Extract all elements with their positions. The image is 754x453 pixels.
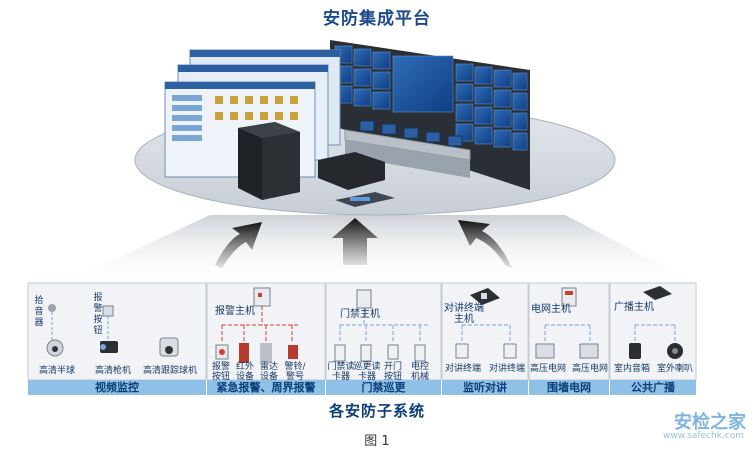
- device-door-button: 开门按钮: [383, 362, 402, 382]
- video-devices: [46, 304, 179, 357]
- fence-host-label: 电网主机: [531, 304, 571, 315]
- upward-arrows: [215, 218, 512, 268]
- category-video: 视频监控: [28, 380, 206, 395]
- category-access: 门禁巡更: [326, 380, 441, 395]
- intercom-host-label: 对讲终端主机: [444, 303, 484, 325]
- platform-title: 安防集成平台: [323, 9, 431, 29]
- fence-devices: [535, 287, 599, 359]
- device-radar: 雷达设备: [259, 362, 278, 382]
- device-siren: 警铃/警号: [284, 362, 306, 382]
- access-host-label: 门禁主机: [340, 309, 380, 320]
- category-fence: 围墙电网: [529, 380, 609, 395]
- intercom-devices: [455, 288, 517, 359]
- alarm-host-label: 报警主机: [215, 306, 255, 317]
- device-card-reader: 门禁读卡器: [327, 362, 355, 382]
- category-intercom: 监听对讲: [442, 380, 528, 395]
- device-intercom-2: 对讲终端: [488, 364, 525, 374]
- broadcast-devices: [629, 286, 683, 359]
- device-hd-bullet: 高清枪机: [94, 366, 131, 376]
- watermark-brand: 安检之家: [674, 412, 746, 433]
- access-devices: [334, 289, 430, 362]
- background-fan: [60, 215, 700, 285]
- device-intercom-1: 对讲终端: [444, 364, 481, 374]
- device-outdoor-horn: 室外喇叭: [656, 364, 693, 374]
- watermark-url: www.safechk.com: [663, 431, 744, 441]
- device-fence-2: 高压电网: [571, 364, 608, 374]
- device-hd-dome: 高清半球: [38, 366, 75, 376]
- device-indoor-speaker: 室内音箱: [613, 364, 650, 374]
- pickup-label: 拾音器: [34, 296, 44, 328]
- device-infrared: 红外设备: [235, 362, 254, 382]
- control-desk: [344, 120, 471, 178]
- device-hd-ptz: 高清跟踪球机: [142, 366, 197, 376]
- server-rack: [238, 122, 300, 200]
- alarm-button-label: 报警按钮: [93, 293, 103, 336]
- category-broadcast: 公共广播: [610, 380, 696, 395]
- category-alarm: 紧急报警、周界报警: [207, 380, 325, 395]
- device-patrol-reader: 巡更读卡器: [353, 362, 381, 382]
- category-panels: [27, 282, 697, 381]
- device-fence-1: 高压电网: [529, 364, 566, 374]
- subsystems-caption: 各安防子系统: [328, 402, 425, 420]
- alarm-devices: [215, 287, 300, 363]
- broadcast-host-label: 广播主机: [614, 302, 654, 313]
- equipment-boxes: [318, 152, 395, 207]
- figure-caption: 图 1: [364, 434, 390, 449]
- device-alarm-button: 报警按钮: [211, 362, 230, 382]
